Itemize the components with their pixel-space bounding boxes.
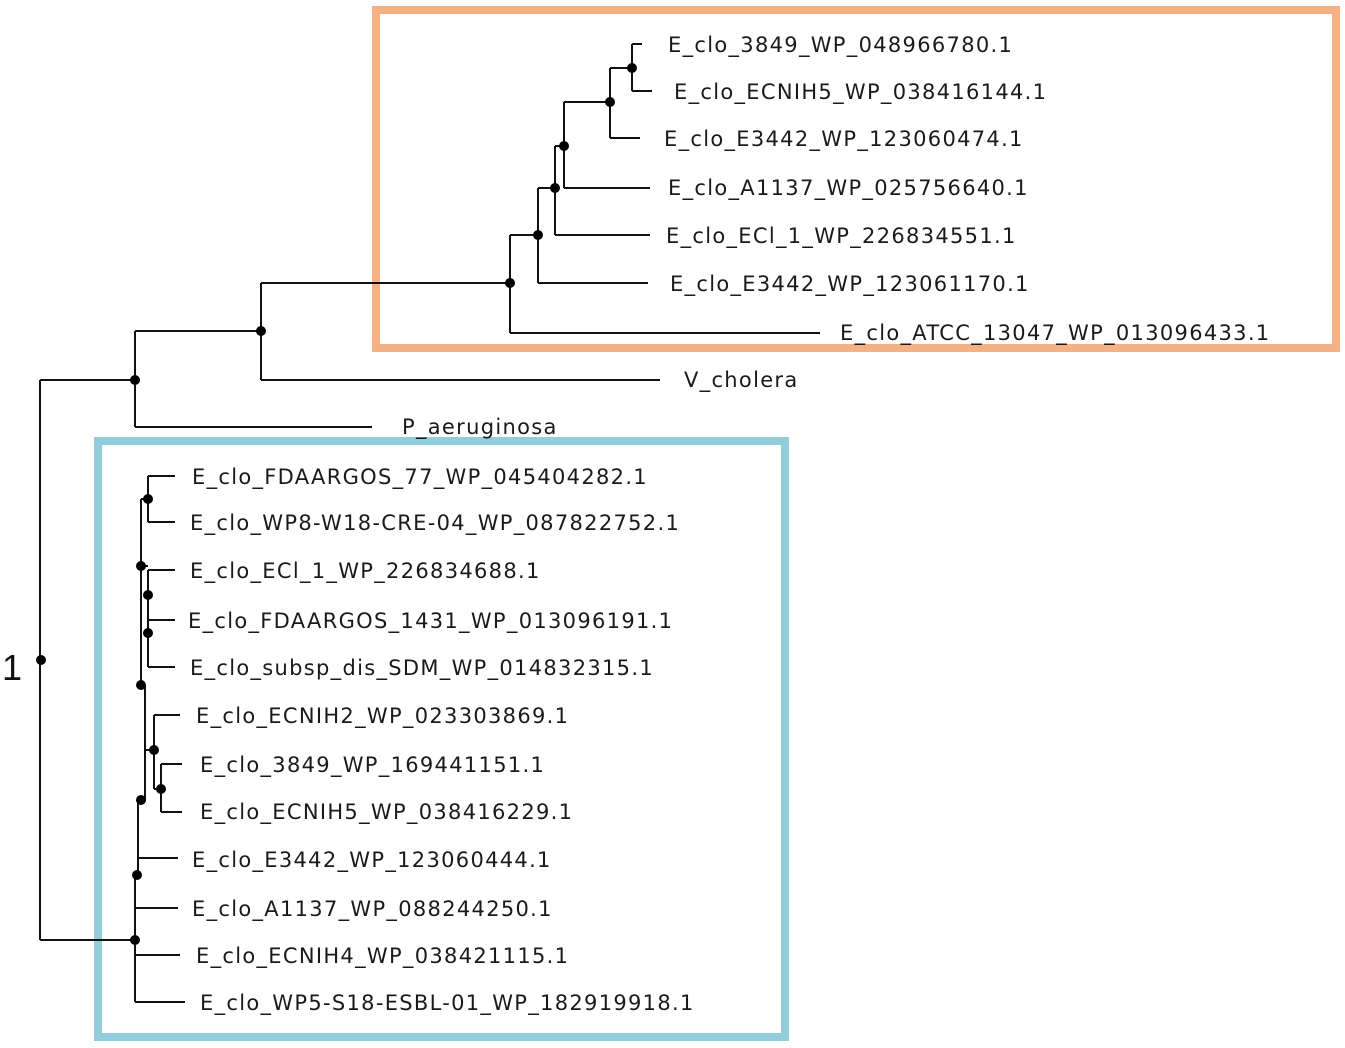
node-b2 <box>132 870 142 880</box>
leaf-label: E_clo_A1137_WP_088244250.1 <box>192 897 553 922</box>
node-b1 <box>130 935 140 945</box>
tree-nodes <box>36 63 637 945</box>
leaf-label: E_clo_FDAARGOS_77_WP_045404282.1 <box>192 465 648 490</box>
node-b8 <box>136 561 146 571</box>
node-b10 <box>143 628 153 638</box>
node-b13 <box>143 494 153 504</box>
node-n4 <box>533 230 543 240</box>
node-b6 <box>149 745 159 755</box>
leaf-label: E_clo_E3442_WP_123060474.1 <box>664 127 1024 152</box>
leaf-label: E_clo_ECl_1_WP_226834688.1 <box>190 559 541 584</box>
leaf-label: E_clo_FDAARGOS_1431_WP_013096191.1 <box>188 609 673 634</box>
leaf-label: P_aeruginosa <box>402 415 558 440</box>
leaf-label: V_cholera <box>684 368 799 393</box>
node-b4 <box>136 680 146 690</box>
node-b11 <box>143 590 153 600</box>
leaf-label: E_clo_ECNIH5_WP_038416229.1 <box>200 800 573 825</box>
node-b7 <box>156 784 166 794</box>
leaf-label: E_clo_WP8-W18-CRE-04_WP_087822752.1 <box>190 511 680 536</box>
leaf-label: E_clo_WP5-S18-ESBL-01_WP_182919918.1 <box>200 991 695 1016</box>
leaf-label: E_clo_subsp_dis_SDM_WP_014832315.1 <box>190 656 654 681</box>
node-n2 <box>256 326 266 336</box>
leaf-label: E_clo_3849_WP_169441151.1 <box>200 753 545 778</box>
lower-group-box <box>94 437 789 1041</box>
leaf-label: E_clo_E3442_WP_123060444.1 <box>192 848 552 873</box>
leaf-label: E_clo_3849_WP_048966780.1 <box>668 33 1013 58</box>
leaf-label: E_clo_E3442_WP_123061170.1 <box>670 272 1030 297</box>
node-n6 <box>559 141 569 151</box>
leaf-label: E_clo_ECl_1_WP_226834551.1 <box>666 224 1017 249</box>
node-n8 <box>627 63 637 73</box>
node-b3 <box>136 795 146 805</box>
leaf-labels: E_clo_3849_WP_048966780.1 E_clo_ECNIH5_W… <box>188 33 1270 1016</box>
upper-group-box <box>372 6 1340 352</box>
leaf-label: E_clo_ECNIH2_WP_023303869.1 <box>196 704 569 729</box>
node-root <box>36 655 46 665</box>
node-n5 <box>550 183 560 193</box>
leaf-label: E_clo_ECNIH5_WP_038416144.1 <box>674 80 1047 105</box>
node-n7 <box>605 97 615 107</box>
leaf-label: E_clo_ATCC_13047_WP_013096433.1 <box>840 321 1270 346</box>
leaf-label: E_clo_A1137_WP_025756640.1 <box>668 176 1029 201</box>
node-n3 <box>505 278 515 288</box>
leaf-label: E_clo_ECNIH4_WP_038421115.1 <box>196 944 569 969</box>
tree-branches <box>39 43 820 1003</box>
node-n1 <box>130 375 140 385</box>
root-label: 1 <box>2 647 22 688</box>
